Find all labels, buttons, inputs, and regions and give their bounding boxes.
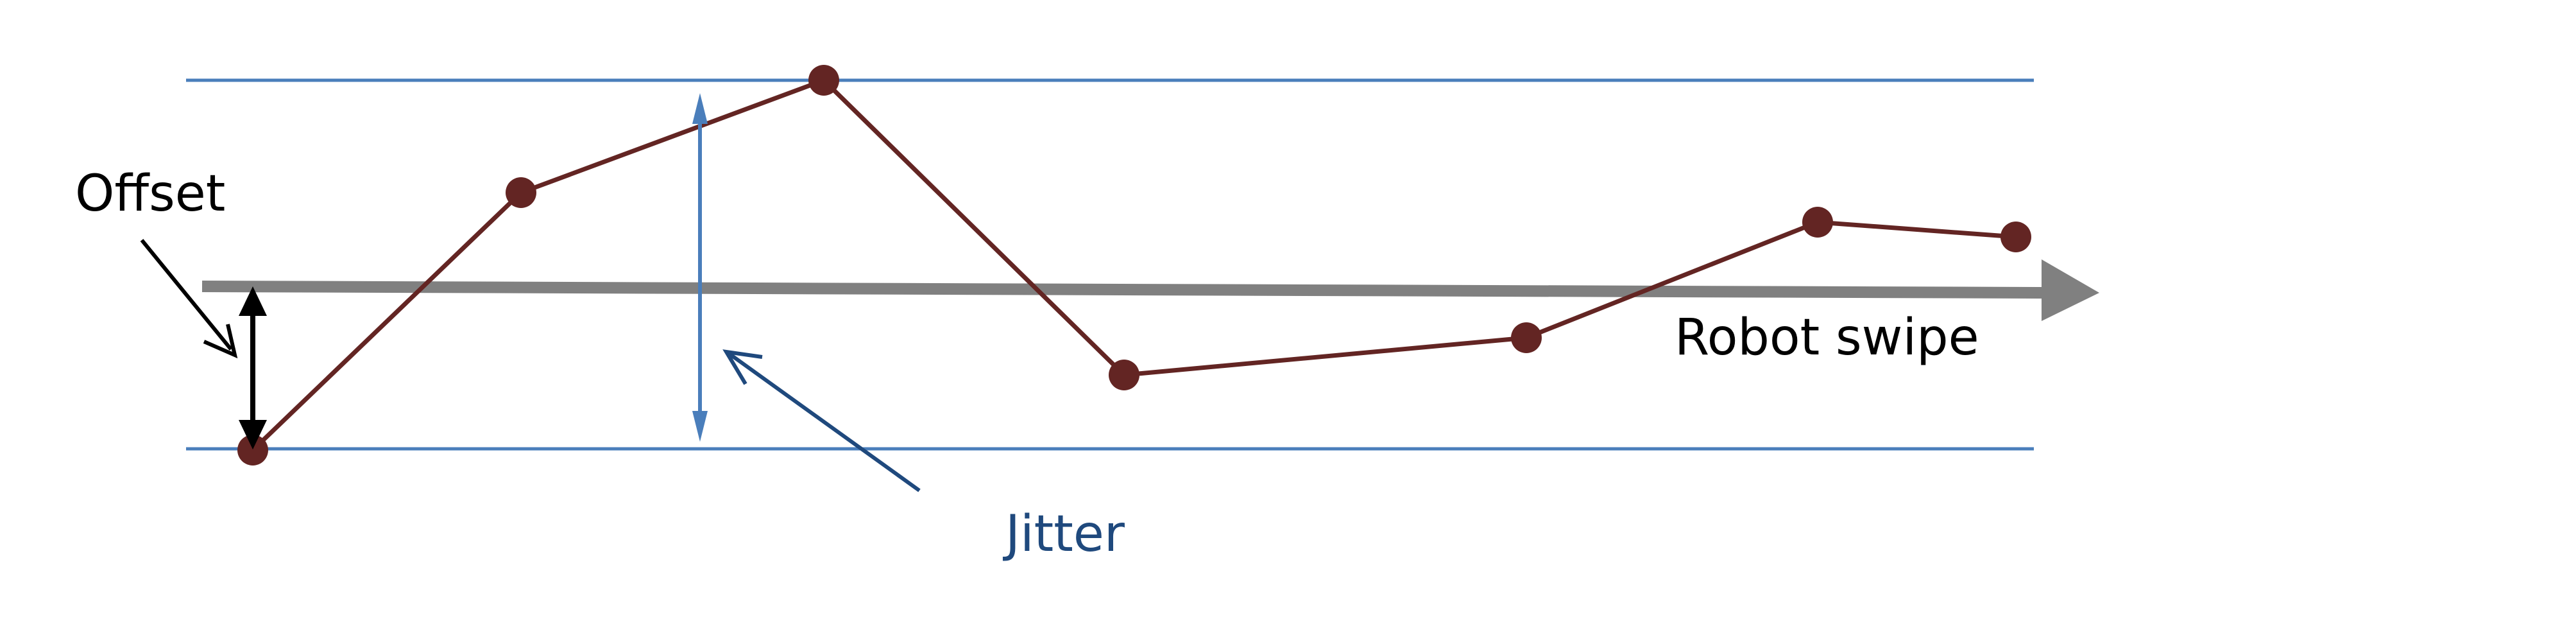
touch-point [2000, 222, 2031, 252]
offset-pointer-arrow [140, 239, 238, 359]
offset-label: Offset [75, 165, 225, 223]
touch-point [808, 65, 839, 96]
robot-swipe-arrow [201, 259, 2099, 321]
jitter-measure-arrow [692, 93, 708, 442]
touch-points [237, 65, 2031, 466]
touch-point [237, 435, 268, 466]
robot-swipe-label: Robot swipe [1675, 309, 1979, 367]
touch-point [506, 177, 536, 208]
offset-measure-arrow [239, 286, 267, 449]
jitter-pointer-arrow [722, 349, 921, 492]
touch-trace-line [251, 77, 2017, 452]
touch-point [1511, 322, 1542, 353]
touch-point [1109, 360, 1139, 390]
touch-point [1802, 207, 1833, 238]
jitter-label: Jitter [1002, 505, 1125, 563]
